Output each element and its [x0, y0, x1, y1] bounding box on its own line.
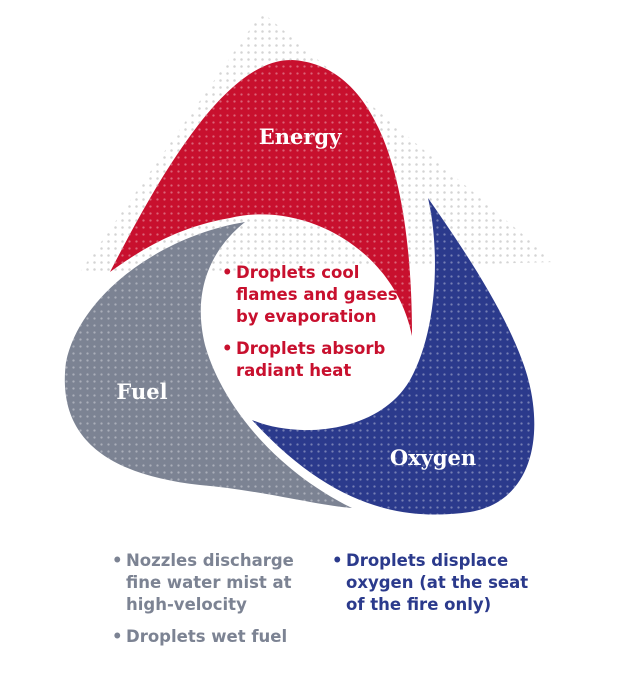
bullet-icon: •: [222, 339, 233, 358]
list-item: • Droplets wet fuel: [112, 626, 312, 648]
list-item: • Droplets cool flames and gases by evap…: [222, 262, 422, 328]
fuel-effects-list: • Nozzles discharge fine water mist at h…: [112, 550, 312, 658]
energy-effect-text: Droplets absorb radiant heat: [236, 339, 386, 380]
bullet-icon: •: [112, 551, 123, 570]
energy-effects-list: • Droplets cool flames and gases by evap…: [222, 262, 422, 392]
list-item: • Droplets displace oxygen (at the seat …: [332, 550, 532, 616]
bullet-icon: •: [222, 263, 233, 282]
fuel-label: Fuel: [116, 379, 167, 404]
energy-segment: [110, 59, 412, 336]
energy-effect-text: Droplets cool flames and gases by evapor…: [236, 263, 398, 326]
fuel-effect-text: Nozzles discharge fine water mist at hig…: [126, 551, 294, 614]
bullet-icon: •: [332, 551, 343, 570]
oxygen-effect-text: Droplets displace oxygen (at the seat of…: [346, 551, 529, 614]
bullet-icon: •: [112, 627, 123, 646]
oxygen-effects-list: • Droplets displace oxygen (at the seat …: [332, 550, 532, 626]
list-item: • Droplets absorb radiant heat: [222, 338, 422, 382]
fuel-effect-text: Droplets wet fuel: [126, 627, 288, 646]
fuel-segment: [64, 222, 352, 508]
energy-label: Energy: [259, 124, 342, 149]
oxygen-label: Oxygen: [390, 445, 476, 470]
list-item: • Nozzles discharge fine water mist at h…: [112, 550, 312, 616]
oxygen-segment: [252, 198, 535, 515]
